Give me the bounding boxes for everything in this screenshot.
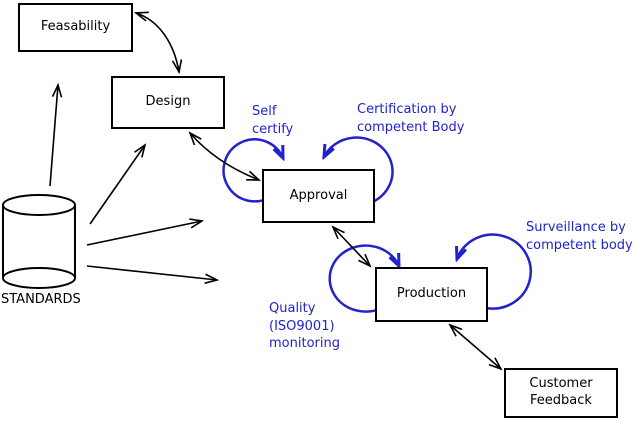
loop-certification — [324, 136, 394, 207]
annotation-self-certify: Self certify — [252, 104, 294, 137]
edge-feasability-design — [136, 13, 179, 72]
loop-quality-monitoring — [328, 244, 399, 313]
edge-approval-production — [333, 227, 370, 266]
annotation-surveillance: Surveillance by competent body — [526, 220, 633, 253]
node-feasability: Feasability — [18, 3, 133, 52]
edge-production-customer-feedback — [450, 325, 501, 369]
edge-standards-feasability — [49, 85, 58, 187]
edge-standards-production — [86, 265, 217, 280]
standards-cylinder — [2, 194, 76, 289]
edge-standards-approval — [86, 221, 202, 246]
node-design: Design — [111, 76, 225, 129]
node-production: Production — [375, 267, 488, 322]
loop-surveillance — [457, 233, 532, 310]
node-approval: Approval — [262, 169, 375, 223]
edge-design-approval — [190, 133, 259, 180]
node-customer-feedback: Customer Feedback — [504, 368, 618, 418]
annotation-quality-monitoring: Quality (ISO9001) monitoring — [269, 301, 340, 351]
standards-label: STANDARDS — [1, 292, 81, 307]
edge-standards-design — [89, 145, 145, 225]
annotation-certification: Certification by competent Body — [357, 102, 465, 135]
